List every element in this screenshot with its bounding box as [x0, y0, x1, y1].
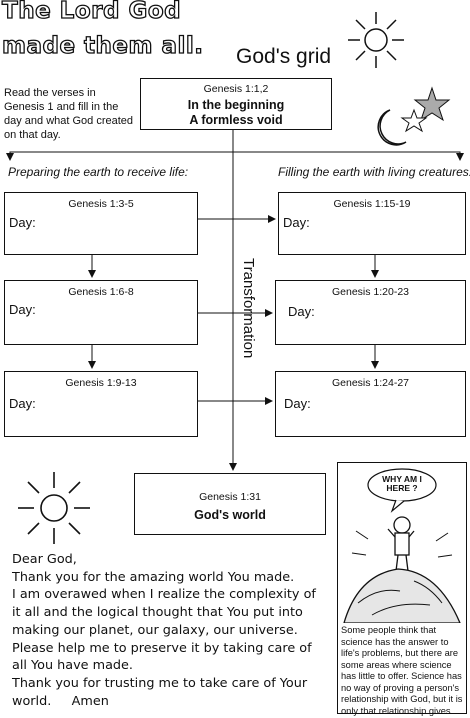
speech-line: HERE ? [386, 483, 418, 493]
left-box-1-ref: Genesis 1:3-5 [68, 198, 134, 210]
speech-line: WHY AM I [382, 474, 422, 484]
top-box-line1: In the beginning [187, 98, 285, 112]
left-box-3: Genesis 1:9-13 Day: [4, 371, 198, 437]
bottom-box: Genesis 1:31 God's world [134, 473, 326, 535]
right-box-1-day: Day: [283, 215, 310, 230]
left-heading: Preparing the earth to receive life: [8, 165, 189, 179]
prayer-line: Please help me to preserve it by taking … [12, 640, 312, 656]
left-box-1: Genesis 1:3-5 Day: [4, 192, 198, 255]
bottom-box-ref: Genesis 1:31 [199, 491, 261, 503]
prayer-line: Dear God, [12, 552, 77, 567]
top-box-ref: Genesis 1:1,2 [203, 83, 269, 95]
prayer-line: I am overawed when I realize the complex… [12, 587, 316, 603]
left-box-3-ref: Genesis 1:9-13 [65, 377, 137, 389]
right-box-2: Genesis 1:20-23 Day: [275, 280, 466, 345]
left-box-2: Genesis 1:6-8 Day: [4, 280, 198, 345]
prayer-line: Thank you for trusting me to take care o… [12, 675, 308, 691]
right-heading: Filling the earth with living creatures: [278, 165, 470, 179]
top-box: Genesis 1:1,2 In the beginning A formles… [140, 78, 332, 130]
left-box-2-ref: Genesis 1:6-8 [68, 286, 134, 298]
transformation-label: Transformation [240, 258, 257, 359]
sun-bottom-icon [18, 472, 90, 544]
prayer: Dear God, Thank you for the amazing worl… [12, 551, 316, 710]
moon-and-stars-icon [377, 86, 451, 146]
right-box-1-ref: Genesis 1:15-19 [333, 198, 411, 210]
left-box-2-day: Day: [9, 302, 36, 317]
thinker-illustration [343, 468, 461, 623]
prayer-line: making our planet, our galaxy, our unive… [12, 622, 298, 638]
prayer-line: all You have made. [12, 658, 133, 674]
sun-icon [348, 12, 404, 68]
cartoon-caption: Some people think that science has the a… [341, 625, 463, 718]
right-box-2-ref: Genesis 1:20-23 [331, 286, 410, 298]
left-box-1-day: Day: [9, 215, 36, 230]
top-box-line2: A formless void [189, 113, 283, 127]
right-box-2-day: Day: [288, 304, 315, 319]
instructions: Read the verses in Genesis 1 and fill in… [4, 87, 134, 141]
speech-bubble: WHY AM I HERE ? [368, 475, 436, 493]
prayer-line: Thank you for the amazing world You made… [12, 569, 295, 585]
cartoon-panel: WHY AM I HERE ? Some people think that s… [337, 462, 467, 718]
grid-title: God's grid [236, 45, 332, 68]
title-line-1: The Lord God [1, 0, 182, 25]
right-box-3-ref: Genesis 1:24-27 [331, 377, 410, 389]
right-box-3: Genesis 1:24-27 Day: [275, 371, 466, 437]
bottom-box-title: God's world [194, 508, 266, 522]
right-box-1: Genesis 1:15-19 Day: [278, 192, 466, 255]
prayer-line: it all and the logical thought that You … [12, 605, 303, 621]
prayer-line: world. Amen [12, 693, 109, 709]
title-line-2: made them all. [1, 32, 204, 59]
right-box-3-day: Day: [284, 396, 311, 411]
left-box-3-day: Day: [9, 396, 36, 411]
